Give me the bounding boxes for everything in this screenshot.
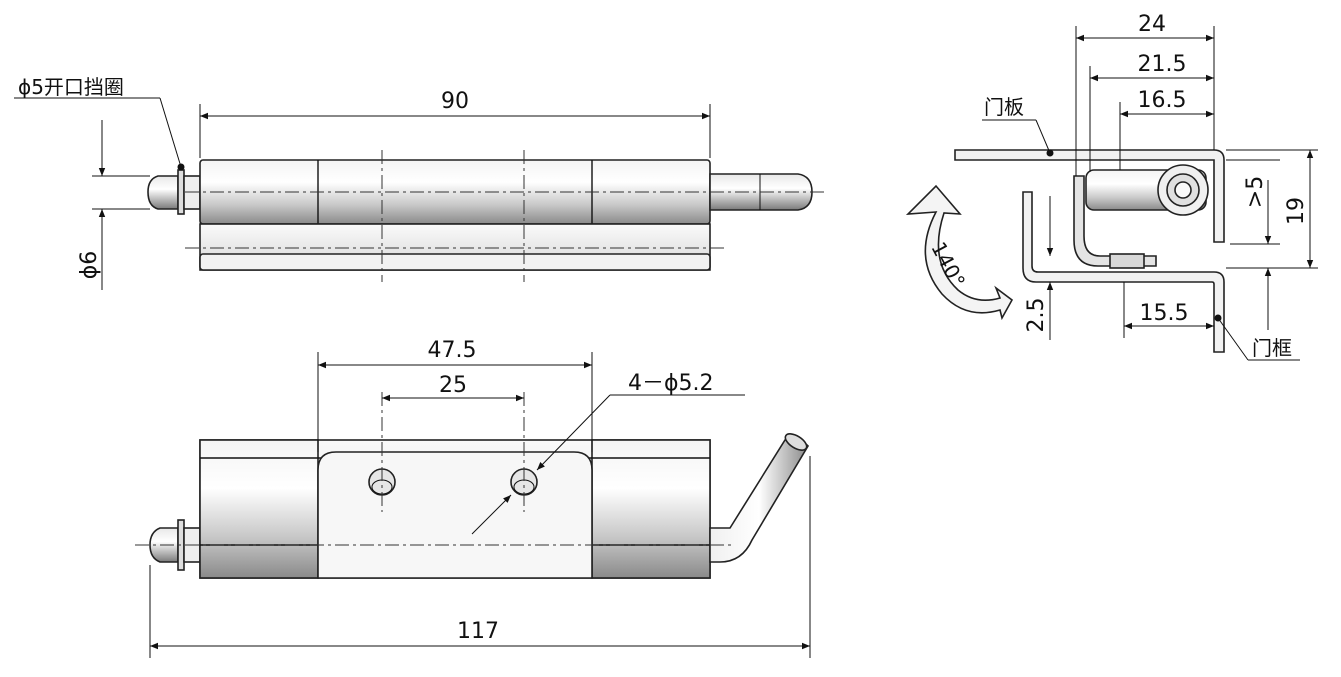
dim-25-text: 25 [439,373,467,398]
dim-24-text: 24 [1138,12,1166,37]
door-frame [1022,191,1225,353]
top-leaf-edge [199,253,711,271]
front-leaf-recess [317,451,593,579]
door-frame-leader [1217,317,1249,361]
dim-21-5-text: 21.5 [1138,52,1187,77]
dim-2-5-text: 2.5 [1024,298,1049,333]
top-left-pin [147,175,179,210]
dim-47-5-text: 47.5 [428,338,477,363]
front-bent-pin [709,437,810,563]
front-knuckle-left [199,439,319,579]
door-panel-leader [1035,119,1051,154]
front-pin-tip [784,433,808,451]
front-view: 47.5 25 4－ϕ5.2 117 [135,338,811,658]
door-panel-label: 门板 [984,95,1024,119]
ring-label-text: ϕ5开口挡圈 [18,75,124,99]
dim-90-text: 90 [441,89,469,114]
front-knuckle-right [591,439,711,579]
side-view: 24 21.5 16.5 门板 门框 15.5 2.5 >5 19 [905,12,1318,361]
side-pin-hole [1174,181,1192,199]
top-view: 90 ϕ6 ϕ5开口挡圈 [14,75,826,290]
hole-callout-text: 4－ϕ5.2 [628,371,714,396]
side-rivet [1109,253,1145,269]
rotation-arrow [905,184,1014,321]
dim-gt5-text: >5 [1243,176,1268,208]
door-panel [954,149,1225,243]
ring-label-leader [159,97,182,168]
dim-phi6-text: ϕ6 [77,251,102,280]
door-panel-dot [1046,149,1054,157]
ring-label-dot [177,163,185,171]
top-retaining-ring [177,169,185,215]
door-frame-dot [1214,314,1222,322]
side-leaf-bracket [1073,175,1157,267]
hole-callout-leader [536,394,611,471]
dim-15-5-text: 15.5 [1140,301,1189,326]
dim-19-text: 19 [1284,197,1309,225]
dim-16-5-text: 16.5 [1138,88,1187,113]
hole-callout-leader-lower [471,494,512,535]
door-frame-label: 门框 [1252,336,1292,360]
dim-117-text: 117 [457,619,499,644]
